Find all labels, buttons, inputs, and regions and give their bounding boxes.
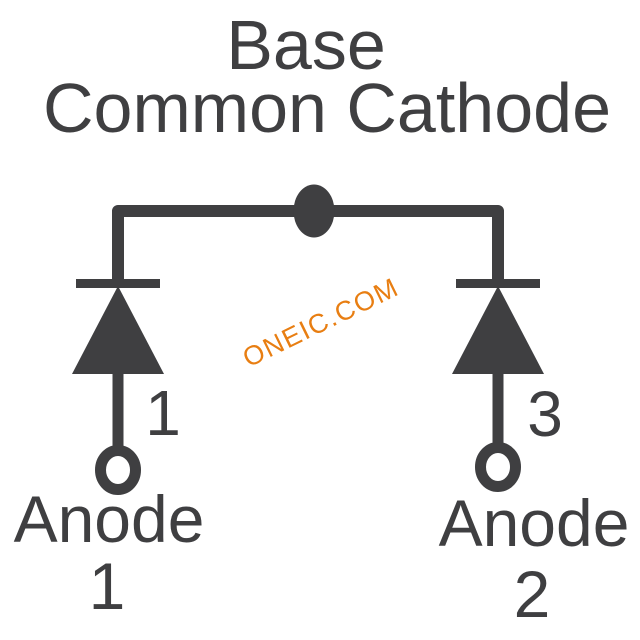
right-diode-pin-number: 3	[527, 378, 563, 450]
right-anode-number: 2	[513, 557, 551, 631]
left-diode-triangle	[72, 286, 164, 374]
title-line1: Base	[226, 6, 386, 84]
junction-dot	[293, 184, 335, 238]
right-diode-triangle	[452, 286, 544, 374]
left-anode-number: 1	[88, 549, 126, 623]
left-diode-pin-number: 1	[145, 377, 181, 449]
left-anode-label: Anode	[13, 482, 205, 556]
left-anode-terminal-circle	[95, 445, 141, 495]
right-anode-label: Anode	[438, 486, 630, 560]
title-line2: Common Cathode	[42, 69, 612, 147]
right-anode-terminal-circle	[475, 442, 521, 492]
